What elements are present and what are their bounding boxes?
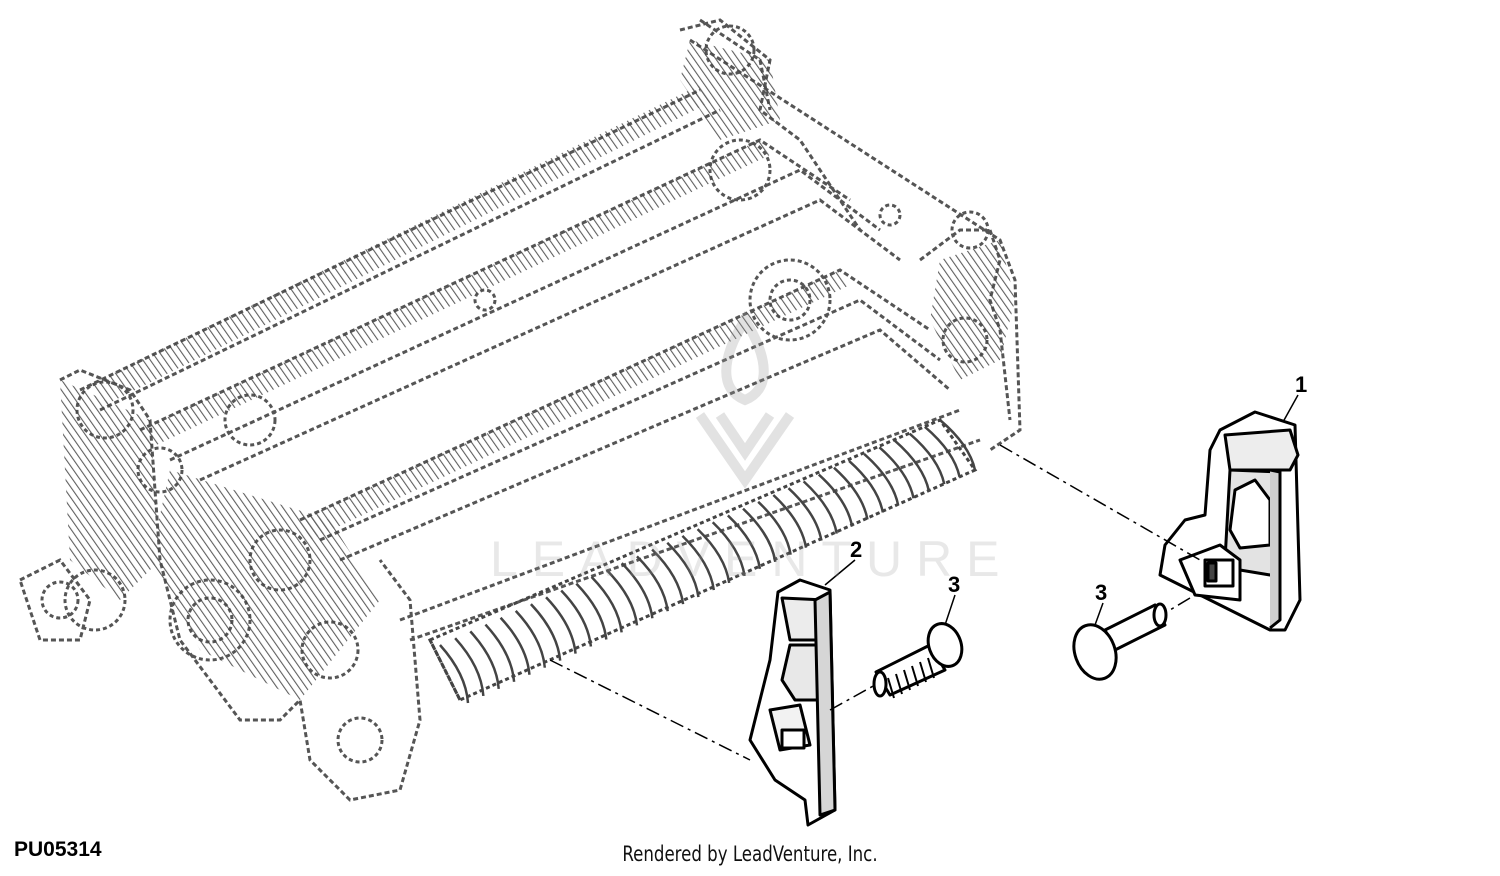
roller-rib: [605, 569, 639, 626]
leadventure-logo-icon: [695, 310, 795, 489]
roller-rib: [560, 589, 593, 647]
roller-rib: [711, 521, 746, 577]
assembly-center-lines: [549, 444, 1201, 761]
part-1-end-cover: [1158, 410, 1302, 632]
reel-shaft-hatching: [60, 40, 1015, 700]
roller-rib: [620, 562, 654, 619]
roller-rib: [454, 637, 485, 697]
roller-rib: [742, 507, 777, 562]
roller-rib: [499, 616, 531, 675]
roller-rib: [484, 623, 516, 682]
part-3-carriage-bolt-left: [872, 622, 964, 699]
callout-label-1: 1: [1295, 372, 1308, 397]
roller-rib: [893, 439, 931, 492]
roller-rib: [469, 630, 500, 689]
roller-rib: [863, 453, 900, 506]
roller-rib: [590, 575, 623, 633]
roller-rib: [772, 494, 808, 548]
roller-rib: [848, 459, 885, 513]
roller-rib: [817, 473, 854, 527]
roller-rib: [514, 610, 547, 668]
callout-leaders: [824, 394, 1299, 626]
part-2-end-cap: [748, 578, 837, 827]
roller-rib: [636, 555, 669, 612]
roller-rib: [878, 446, 915, 499]
callout-label-2: 2: [850, 537, 863, 562]
roller-rib: [727, 514, 762, 570]
roller-rib: [696, 528, 731, 584]
callout-label-3-right: 3: [1095, 580, 1108, 605]
roller-ribs-ghost: [439, 419, 977, 704]
roller-rib: [757, 500, 792, 555]
roller-rib: [924, 425, 961, 478]
roller-rib: [575, 582, 608, 640]
roller-rib: [787, 487, 823, 541]
roller-rib: [939, 419, 977, 471]
figure-id: PU05314: [14, 838, 102, 861]
roller-rib: [651, 548, 685, 605]
roller-rib: [529, 603, 562, 661]
roller-rib: [439, 644, 470, 704]
roller-rib: [666, 541, 700, 598]
roller-rib: [545, 596, 577, 654]
reel-assembly-ghost: [18, 18, 1022, 802]
part-3-carriage-bolt-right: [1072, 602, 1168, 681]
roller-rib: [681, 535, 716, 591]
render-credit: Rendered by LeadVenture, Inc.: [622, 842, 878, 866]
roller-rib: [802, 480, 838, 534]
roller-rib: [908, 432, 946, 485]
callout-label-3-left: 3: [948, 572, 961, 597]
roller-rib: [833, 466, 869, 520]
